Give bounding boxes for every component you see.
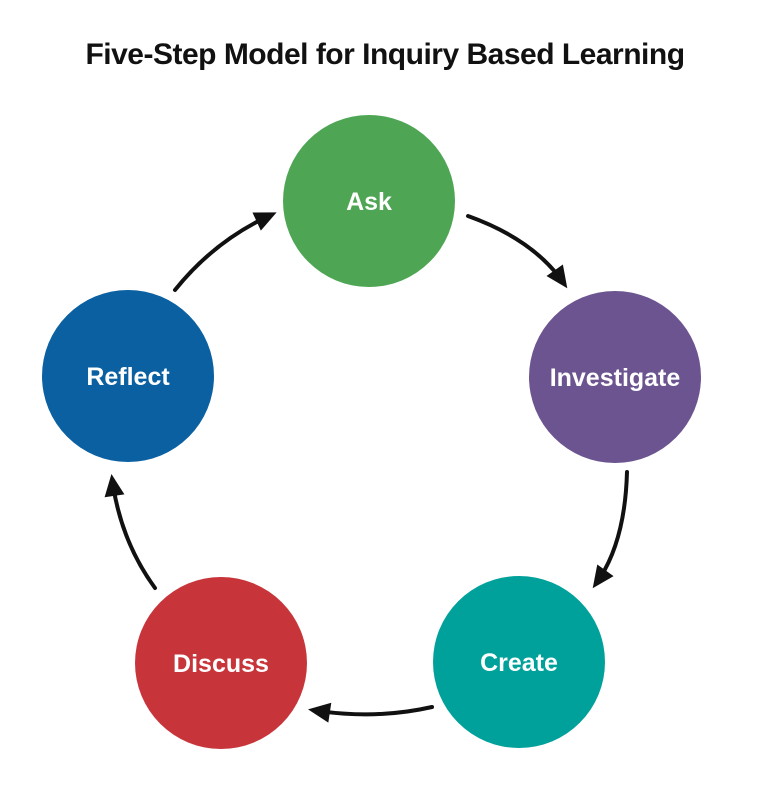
step-label-create: Create bbox=[480, 649, 558, 677]
step-label-investigate: Investigate bbox=[550, 364, 681, 392]
step-node-discuss: Discuss bbox=[135, 577, 307, 749]
step-circle-create bbox=[433, 576, 605, 748]
step-label-ask: Ask bbox=[346, 188, 392, 216]
step-node-investigate: Investigate bbox=[529, 291, 701, 463]
step-circle-investigate bbox=[529, 291, 701, 463]
step-circle-ask bbox=[283, 115, 455, 287]
step-node-reflect: Reflect bbox=[42, 290, 214, 462]
arrowhead-ask-to-investigate bbox=[546, 264, 568, 289]
step-node-create: Create bbox=[433, 576, 605, 748]
step-circle-reflect bbox=[42, 290, 214, 462]
arrow-reflect-to-ask bbox=[173, 212, 275, 292]
cycle-arrows bbox=[104, 212, 629, 723]
arrowhead-reflect-to-ask bbox=[252, 212, 277, 231]
step-label-discuss: Discuss bbox=[173, 650, 269, 678]
step-label-reflect: Reflect bbox=[86, 363, 170, 391]
arrowhead-create-to-discuss bbox=[308, 702, 332, 723]
diagram-title: Five-Step Model for Inquiry Based Learni… bbox=[85, 38, 685, 71]
arrowhead-investigate-to-create bbox=[592, 564, 614, 589]
arrowhead-discuss-to-reflect bbox=[104, 474, 125, 498]
step-node-ask: Ask bbox=[283, 115, 455, 287]
step-circle-discuss bbox=[135, 577, 307, 749]
